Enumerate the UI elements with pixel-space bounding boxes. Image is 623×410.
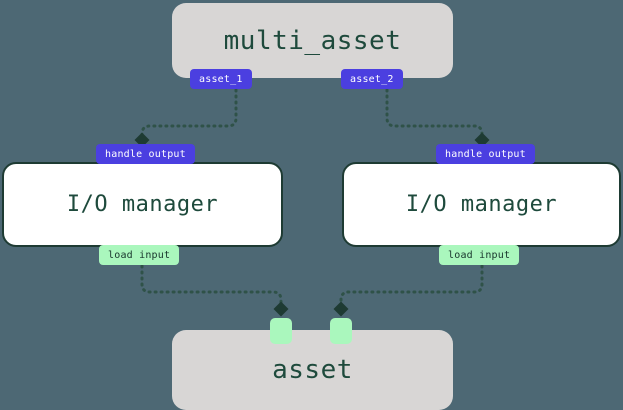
port-asset-1[interactable]: asset_1 xyxy=(190,69,252,89)
port-handle-output-left[interactable]: handle output xyxy=(96,144,195,164)
edge-asset2-to-handle-output-right xyxy=(385,88,490,148)
node-multi-asset[interactable]: multi_asset xyxy=(172,3,453,78)
port-load-input-right-label: load input xyxy=(448,249,511,261)
edge-asset1-to-handle-output-left xyxy=(134,88,238,148)
port-load-input-left-label: load input xyxy=(108,249,171,261)
port-asset-2-label: asset_2 xyxy=(350,73,394,85)
port-handle-output-right[interactable]: handle output xyxy=(436,144,535,164)
node-asset-label: asset xyxy=(272,355,353,385)
port-asset-input-2[interactable] xyxy=(330,318,352,344)
node-io-manager-left[interactable]: I/O manager xyxy=(2,162,283,247)
node-asset[interactable]: asset xyxy=(172,330,453,410)
port-handle-output-left-label: handle output xyxy=(105,148,186,160)
port-handle-output-right-label: handle output xyxy=(445,148,526,160)
node-io-manager-right-label: I/O manager xyxy=(405,192,558,217)
port-asset-2[interactable]: asset_2 xyxy=(341,69,403,89)
edge-load-input-right-to-asset xyxy=(333,264,484,317)
node-multi-asset-label: multi_asset xyxy=(223,25,402,56)
port-load-input-left[interactable]: load input xyxy=(99,245,180,265)
edge-load-input-left-to-asset xyxy=(140,264,289,317)
port-asset-input-1[interactable] xyxy=(270,318,292,344)
node-io-manager-left-label: I/O manager xyxy=(66,192,219,217)
node-io-manager-right[interactable]: I/O manager xyxy=(342,162,621,247)
port-asset-1-label: asset_1 xyxy=(199,73,243,85)
port-load-input-right[interactable]: load input xyxy=(439,245,520,265)
